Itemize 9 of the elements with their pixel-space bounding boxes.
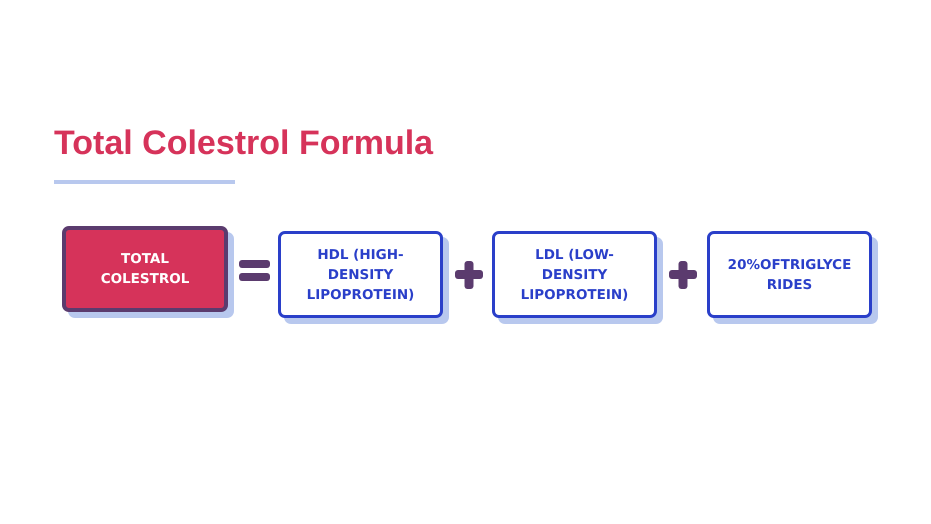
box-text: LDL (LOW-DENSITY LIPOPROTEIN): [520, 246, 630, 304]
formula-box: [62, 226, 228, 312]
box-text: 20%OFTRIGLYCE RIDES: [726, 256, 852, 294]
formula-box: [278, 231, 443, 318]
box-text: TOTAL COLESTROL: [100, 250, 190, 289]
box-text: HDL (HIGH-DENSITY LIPOPROTEIN): [306, 246, 416, 304]
title: Total Colestrol Formula: [54, 124, 434, 163]
formula-box: [492, 231, 657, 318]
formula-box: [707, 231, 872, 318]
